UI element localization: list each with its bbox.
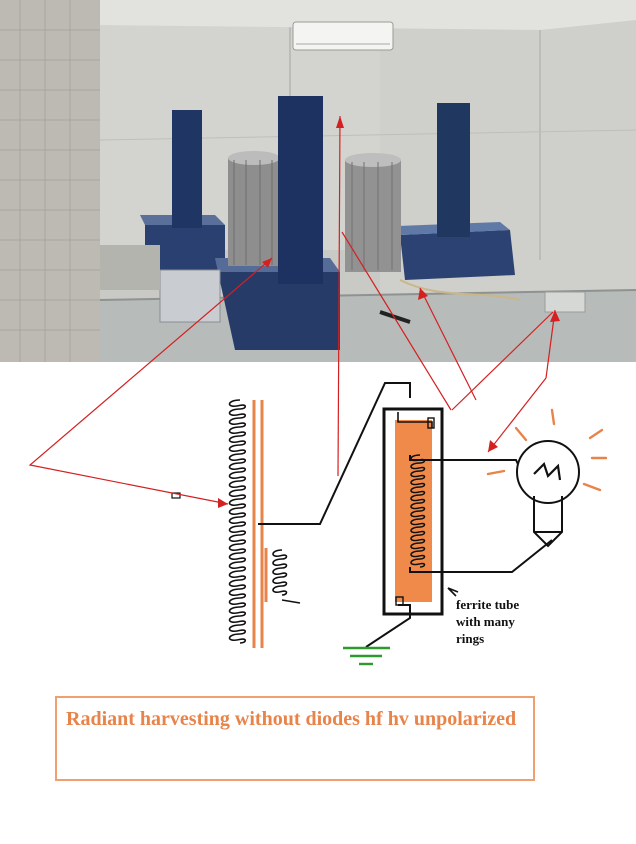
secondary-coil xyxy=(272,549,301,604)
lamp-wire-bottom xyxy=(409,539,553,573)
light-rays xyxy=(486,408,608,492)
ferrite-frame xyxy=(382,407,444,616)
ground-wire xyxy=(365,604,411,648)
caption-box: Radiant harvesting without diodes hf hv … xyxy=(55,696,535,781)
lamp-wire-top xyxy=(409,455,531,491)
caption-text: Radiant harvesting without diodes hf hv … xyxy=(66,708,517,730)
ferrite-label-line-1: ferrite tube xyxy=(456,597,520,612)
ferrite-label-pointer xyxy=(447,587,459,597)
ferrite-label-line-2: with many xyxy=(456,614,515,629)
light-bulb-icon xyxy=(516,440,580,548)
hv-output-wire xyxy=(258,382,411,525)
ground-symbol-icon xyxy=(343,646,390,666)
ferrite-label: ferrite tube with many rings xyxy=(456,596,519,647)
ferrite-tube xyxy=(395,420,432,602)
primary-coil xyxy=(228,399,247,644)
ferrite-label-line-3: rings xyxy=(456,631,485,646)
ferrite-inner-coil xyxy=(410,454,426,568)
lab-photo xyxy=(0,0,636,362)
